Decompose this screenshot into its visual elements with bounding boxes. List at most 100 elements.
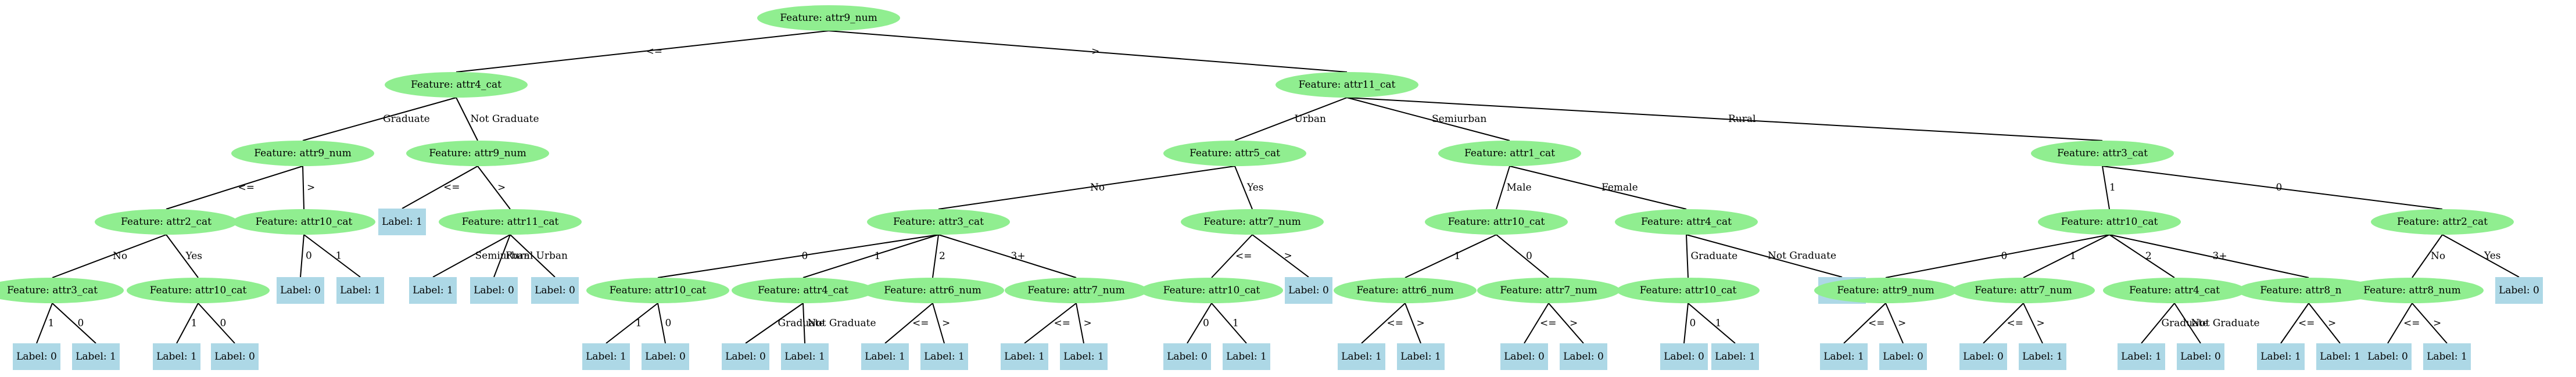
leaf-node: Label: 1 bbox=[781, 343, 829, 370]
edge-n8-n11 bbox=[176, 303, 199, 344]
leaf-node-box bbox=[1820, 343, 1868, 370]
edge-label: > bbox=[2037, 318, 2045, 329]
feature-label: Feature: attr9_num bbox=[254, 148, 351, 159]
edge-n5-n8 bbox=[166, 234, 199, 278]
leaf-label: Label: 0 bbox=[214, 351, 255, 362]
feature-node-ellipse bbox=[1425, 209, 1568, 235]
leaf-node: Label: 0 bbox=[277, 277, 324, 304]
leaf-node-box bbox=[2316, 343, 2364, 370]
edge-label: 1 bbox=[2070, 250, 2076, 262]
leaf-node-box bbox=[277, 277, 324, 304]
leaf-node-box bbox=[1560, 343, 1607, 370]
edge-n24-n38 bbox=[1252, 234, 1309, 278]
edge-label: 0 bbox=[78, 318, 84, 329]
leaf-node-box bbox=[1500, 343, 1548, 370]
edge-n28-n35 bbox=[1024, 303, 1077, 344]
leaf-node-box bbox=[920, 343, 968, 370]
edge-n20-n23 bbox=[938, 166, 1235, 210]
edge-label: Female bbox=[1602, 182, 1638, 193]
edge-n2-n53 bbox=[1346, 97, 2103, 141]
leaf-label: Label: 1 bbox=[156, 351, 197, 362]
feature-node: Feature: attr9_num bbox=[1814, 278, 1957, 303]
feature-node: Feature: attr3_cat bbox=[867, 209, 1010, 235]
leaf-node-box bbox=[1223, 343, 1270, 370]
feature-node-ellipse bbox=[385, 72, 528, 98]
feature-label: Feature: attr11_cat bbox=[462, 216, 559, 228]
feature-node: Feature: attr10_cat bbox=[127, 278, 270, 303]
edge-n22-n55 bbox=[1885, 234, 2110, 278]
leaf-label: Label: 0 bbox=[2499, 285, 2539, 296]
leaf-node: Label: 1 bbox=[861, 343, 909, 370]
feature-label: Feature: attr6_num bbox=[884, 285, 981, 296]
leaf-label: Label: 0 bbox=[1504, 351, 1545, 362]
edge-label: > bbox=[2433, 318, 2441, 329]
leaf-node-box bbox=[1285, 277, 1332, 304]
leaf-node-box bbox=[1163, 343, 1211, 370]
edge-label: 0 bbox=[665, 318, 672, 329]
edge-n58-n67 bbox=[2280, 303, 2309, 344]
leaf-label: Label: 0 bbox=[474, 285, 514, 296]
edge-label: Not Graduate bbox=[808, 318, 876, 329]
feature-node-ellipse bbox=[1140, 278, 1283, 303]
edge-label: > bbox=[1284, 250, 1292, 262]
feature-node-ellipse bbox=[1005, 278, 1148, 303]
feature-node: Feature: attr6_num bbox=[861, 278, 1004, 303]
leaf-node: Label: 0 bbox=[2177, 343, 2224, 370]
edge-n23-n28 bbox=[938, 234, 1077, 278]
feature-node-ellipse bbox=[861, 278, 1004, 303]
edge-label: Yes bbox=[1246, 182, 1264, 193]
edge-n57-n65 bbox=[2141, 303, 2175, 344]
leaf-node-box bbox=[2423, 343, 2471, 370]
feature-node: Feature: attr7_num bbox=[1477, 278, 1620, 303]
feature-label: Feature: attr7_num bbox=[1500, 285, 1597, 296]
feature-label: Feature: attr9_num bbox=[1837, 285, 1934, 296]
leaf-node: Label: 1 bbox=[2257, 343, 2305, 370]
feature-node-ellipse bbox=[439, 209, 582, 235]
edge-n8-n12 bbox=[198, 303, 235, 344]
edge-label: <= bbox=[912, 318, 929, 329]
leaf-node: Label: 0 bbox=[1163, 343, 1211, 370]
edge-n59-n70 bbox=[2412, 303, 2448, 344]
leaf-label: Label: 1 bbox=[1400, 351, 1441, 362]
edge-n26-n31 bbox=[745, 303, 804, 344]
leaf-label: Label: 1 bbox=[2260, 351, 2301, 362]
edge-n27-n33 bbox=[884, 303, 933, 344]
edge-n3-n5 bbox=[166, 166, 303, 210]
leaf-node-box bbox=[2177, 343, 2224, 370]
edge-label: > bbox=[942, 318, 950, 329]
feature-node-ellipse bbox=[1617, 278, 1760, 303]
feature-node-ellipse bbox=[127, 278, 270, 303]
feature-node: Feature: attr10_cat bbox=[586, 278, 729, 303]
feature-node: Feature: attr6_num bbox=[1334, 278, 1477, 303]
leaf-label: Label: 1 bbox=[76, 351, 116, 362]
edge-label: <= bbox=[2403, 318, 2420, 329]
edge-n5-n7 bbox=[52, 234, 167, 278]
leaf-label: Label: 1 bbox=[2427, 351, 2467, 362]
edge-label: Urban bbox=[536, 250, 568, 262]
feature-label: Feature: attr10_cat bbox=[256, 216, 353, 228]
edge-n20-n24 bbox=[1234, 166, 1253, 210]
leaf-node-box bbox=[2257, 343, 2305, 370]
edge-label: Not Graduate bbox=[1768, 250, 1836, 262]
leaf-node: Label: 1 bbox=[1338, 343, 1385, 370]
edge-label: > bbox=[1417, 318, 1425, 329]
edge-n22-n57 bbox=[2109, 234, 2175, 278]
feature-label: Feature: attr10_cat bbox=[610, 285, 707, 296]
leaf-label: Label: 1 bbox=[1004, 351, 1045, 362]
edge-n43-n46 bbox=[1361, 303, 1406, 344]
edge-n7-n9 bbox=[36, 303, 53, 344]
feature-label: Feature: attr4_cat bbox=[411, 79, 501, 91]
feature-label: Feature: attr10_cat bbox=[150, 285, 247, 296]
edge-label: Rural bbox=[506, 250, 533, 262]
leaf-label: Label: 1 bbox=[2320, 351, 2360, 362]
leaf-node: Label: 0 bbox=[211, 343, 259, 370]
leaf-label: Label: 1 bbox=[413, 285, 453, 296]
feature-label: Feature: attr5_cat bbox=[1190, 148, 1280, 159]
edge-label: 0 bbox=[1690, 318, 1696, 329]
edge-label: No bbox=[1090, 182, 1105, 193]
feature-label: Feature: attr4_cat bbox=[2129, 285, 2220, 296]
feature-label: Feature: attr6_num bbox=[1356, 285, 1453, 296]
edge-n57-n63 bbox=[2174, 303, 2201, 344]
feature-label: Feature: attr4_cat bbox=[758, 285, 848, 296]
